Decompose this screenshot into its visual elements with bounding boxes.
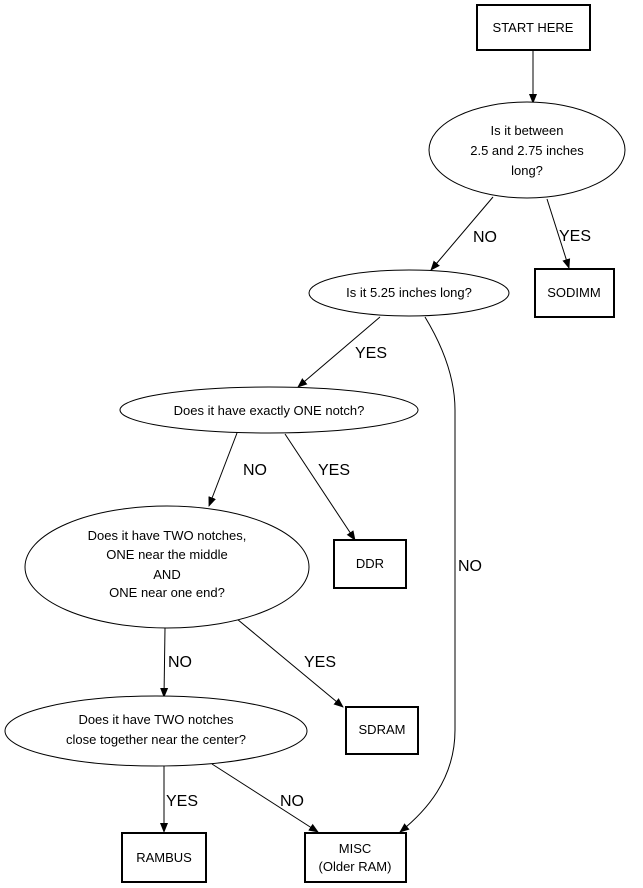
node-sdram: SDRAM [345,706,419,755]
edges [160,50,571,833]
node-rambus-text: RAMBUS [136,850,192,865]
node-q1-line: long? [511,163,543,178]
node-start: START HERE [476,4,591,51]
node-sdram-text: SDRAM [359,722,406,737]
node-misc: MISC (Older RAM) [304,832,407,883]
node-q3: Does it have exactly ONE notch? [119,386,419,434]
label-q5-no: NO [280,793,304,810]
node-q3-text: Does it have exactly ONE notch? [174,403,365,418]
node-start-text: START HERE [493,20,574,35]
edge-labels: NO YES YES NO NO YES NO YES YES NO [166,228,591,810]
node-ddr-text: DDR [356,556,384,571]
label-q1-no: NO [473,229,497,246]
edge-q3-yes [284,433,356,541]
node-q4: Does it have TWO notches, ONE near the m… [24,505,310,629]
node-q5-line: close together near the center? [66,732,246,747]
node-q4-line: ONE near one end? [109,585,225,600]
label-q1-yes: YES [559,228,591,245]
label-q2-no: NO [458,558,482,575]
node-q5-line: Does it have TWO notches [78,712,234,727]
label-q4-no: NO [168,654,192,671]
node-q4-line: Does it have TWO notches, [88,528,247,543]
label-q2-yes: YES [355,345,387,362]
node-q1-line: 2.5 and 2.75 inches [470,143,584,158]
edge-q1-no [430,196,494,271]
edge-q1-yes [546,198,571,269]
node-sodimm: SODIMM [534,268,615,318]
node-q1: Is it between 2.5 and 2.75 inches long? [428,101,626,199]
label-q3-no: NO [243,462,267,479]
label-q3-yes: YES [318,462,350,479]
edge-q4-yes [236,618,344,708]
node-sodimm-text: SODIMM [547,285,600,300]
edge-q4-no [160,627,169,698]
label-q4-yes: YES [304,654,336,671]
node-misc-line: (Older RAM) [319,859,392,874]
edge-q2-no [399,316,456,833]
edge-q3-no [208,432,238,507]
node-q2-text: Is it 5.25 inches long? [346,285,472,300]
edge-q5-no [211,763,319,833]
node-q4-line: ONE near the middle [106,547,227,562]
node-q2: Is it 5.25 inches long? [308,269,510,317]
node-q4-line: AND [153,567,180,582]
node-ddr: DDR [333,539,407,589]
edge-q2-yes [297,316,381,388]
node-q1-line: Is it between [491,123,564,138]
node-misc-line: MISC [339,841,372,856]
label-q5-yes: YES [166,793,198,810]
node-q5: Does it have TWO notches close together … [4,695,308,767]
node-rambus: RAMBUS [121,832,207,883]
